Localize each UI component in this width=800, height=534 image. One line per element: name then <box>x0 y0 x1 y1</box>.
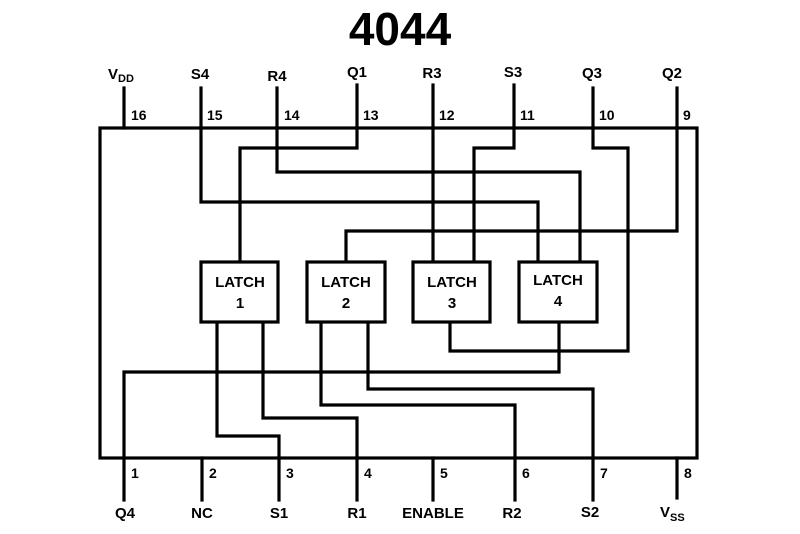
pin-7-number: 7 <box>600 465 608 481</box>
pin-15-label: S4 <box>191 66 210 83</box>
latch-1: LATCH 1 <box>199 260 280 324</box>
pin-5-number: 5 <box>440 465 448 481</box>
latch-1-label: LATCH <box>215 274 265 291</box>
latch-2: LATCH 2 <box>305 260 387 324</box>
pin-8-label: VSS <box>660 504 685 524</box>
pin-9-label: Q2 <box>662 65 682 82</box>
wire-latch1-s1 <box>215 320 281 460</box>
pin-8-label-main: V <box>660 504 670 521</box>
pin-10-number: 10 <box>599 107 615 123</box>
pin-8-number: 8 <box>684 465 692 481</box>
pin-14-label: R4 <box>267 68 287 85</box>
pin-16-number: 16 <box>131 107 147 123</box>
wire-s3-latch3 <box>472 126 516 264</box>
pin-3-label: S1 <box>270 505 288 522</box>
pin-11-label: S3 <box>504 64 522 81</box>
wire-latch2-r2 <box>319 320 517 460</box>
latch-3-index: 3 <box>448 295 456 312</box>
pin-4-label: R1 <box>347 505 366 522</box>
pin-12-label: R3 <box>422 65 441 82</box>
latch-3-box <box>411 260 492 324</box>
latch-2-label: LATCH <box>321 274 371 291</box>
bottom-pin-stubs <box>122 456 679 502</box>
wire-r4-latch4 <box>275 126 582 264</box>
pin-10-label: Q3 <box>582 65 602 82</box>
wire-latch4-q4 <box>122 320 561 460</box>
pin-11-number: 11 <box>520 107 535 123</box>
pin-1-number: 1 <box>131 465 139 481</box>
pin-5-label: ENABLE <box>402 505 464 522</box>
latch-4: LATCH 4 <box>517 260 599 324</box>
latch-1-index: 1 <box>236 295 244 312</box>
top-pin-labels: VDD S4 R4 Q1 R3 S3 Q3 Q2 <box>108 64 682 85</box>
pin-2-number: 2 <box>209 465 217 481</box>
bottom-pin-numbers: 1 2 3 4 5 6 7 8 <box>131 465 692 481</box>
pin-13-number: 13 <box>363 107 379 123</box>
pin-15-number: 15 <box>207 107 223 123</box>
latch-4-index: 4 <box>554 293 563 310</box>
latch-2-index: 2 <box>342 295 350 312</box>
bottom-pin-labels: Q4 NC S1 R1 ENABLE R2 S2 VSS <box>115 504 685 524</box>
pin-2-label: NC <box>191 505 213 522</box>
package-outline <box>98 126 699 460</box>
pin-6-label: R2 <box>502 505 521 522</box>
pin-4-number: 4 <box>364 465 372 481</box>
wire-q1-latch1 <box>238 126 359 264</box>
latch-2-box <box>305 260 387 324</box>
pin-16-label-main: V <box>108 66 118 83</box>
wire-q3-latch3 <box>448 126 630 353</box>
wire-latch2-s2 <box>366 320 595 460</box>
chip-title: 4044 <box>349 3 452 55</box>
pin-16-label-sub: DD <box>118 73 134 85</box>
pin-16-label: VDD <box>108 66 134 85</box>
top-pin-stubs <box>122 83 679 130</box>
pin-9-number: 9 <box>683 107 691 123</box>
pin-3-number: 3 <box>286 465 294 481</box>
pin-12-number: 12 <box>439 107 455 123</box>
latch-3-label: LATCH <box>427 274 477 291</box>
pin-8-label-sub: SS <box>670 512 685 524</box>
pin-1-label: Q4 <box>115 505 136 522</box>
pin-13-label: Q1 <box>347 64 367 81</box>
latch-3: LATCH 3 <box>411 260 492 324</box>
internal-wiring <box>122 126 679 460</box>
pin-14-number: 14 <box>284 107 300 123</box>
top-pin-numbers: 16 15 14 13 12 11 10 9 <box>131 107 691 123</box>
pin-7-label: S2 <box>581 504 599 521</box>
wire-q2-latch2 <box>344 126 679 264</box>
latch-4-box <box>517 260 599 324</box>
pin-6-number: 6 <box>522 465 530 481</box>
latch-4-label: LATCH <box>533 272 583 289</box>
latch-1-box <box>199 260 280 324</box>
wire-latch1-r1 <box>261 320 359 460</box>
